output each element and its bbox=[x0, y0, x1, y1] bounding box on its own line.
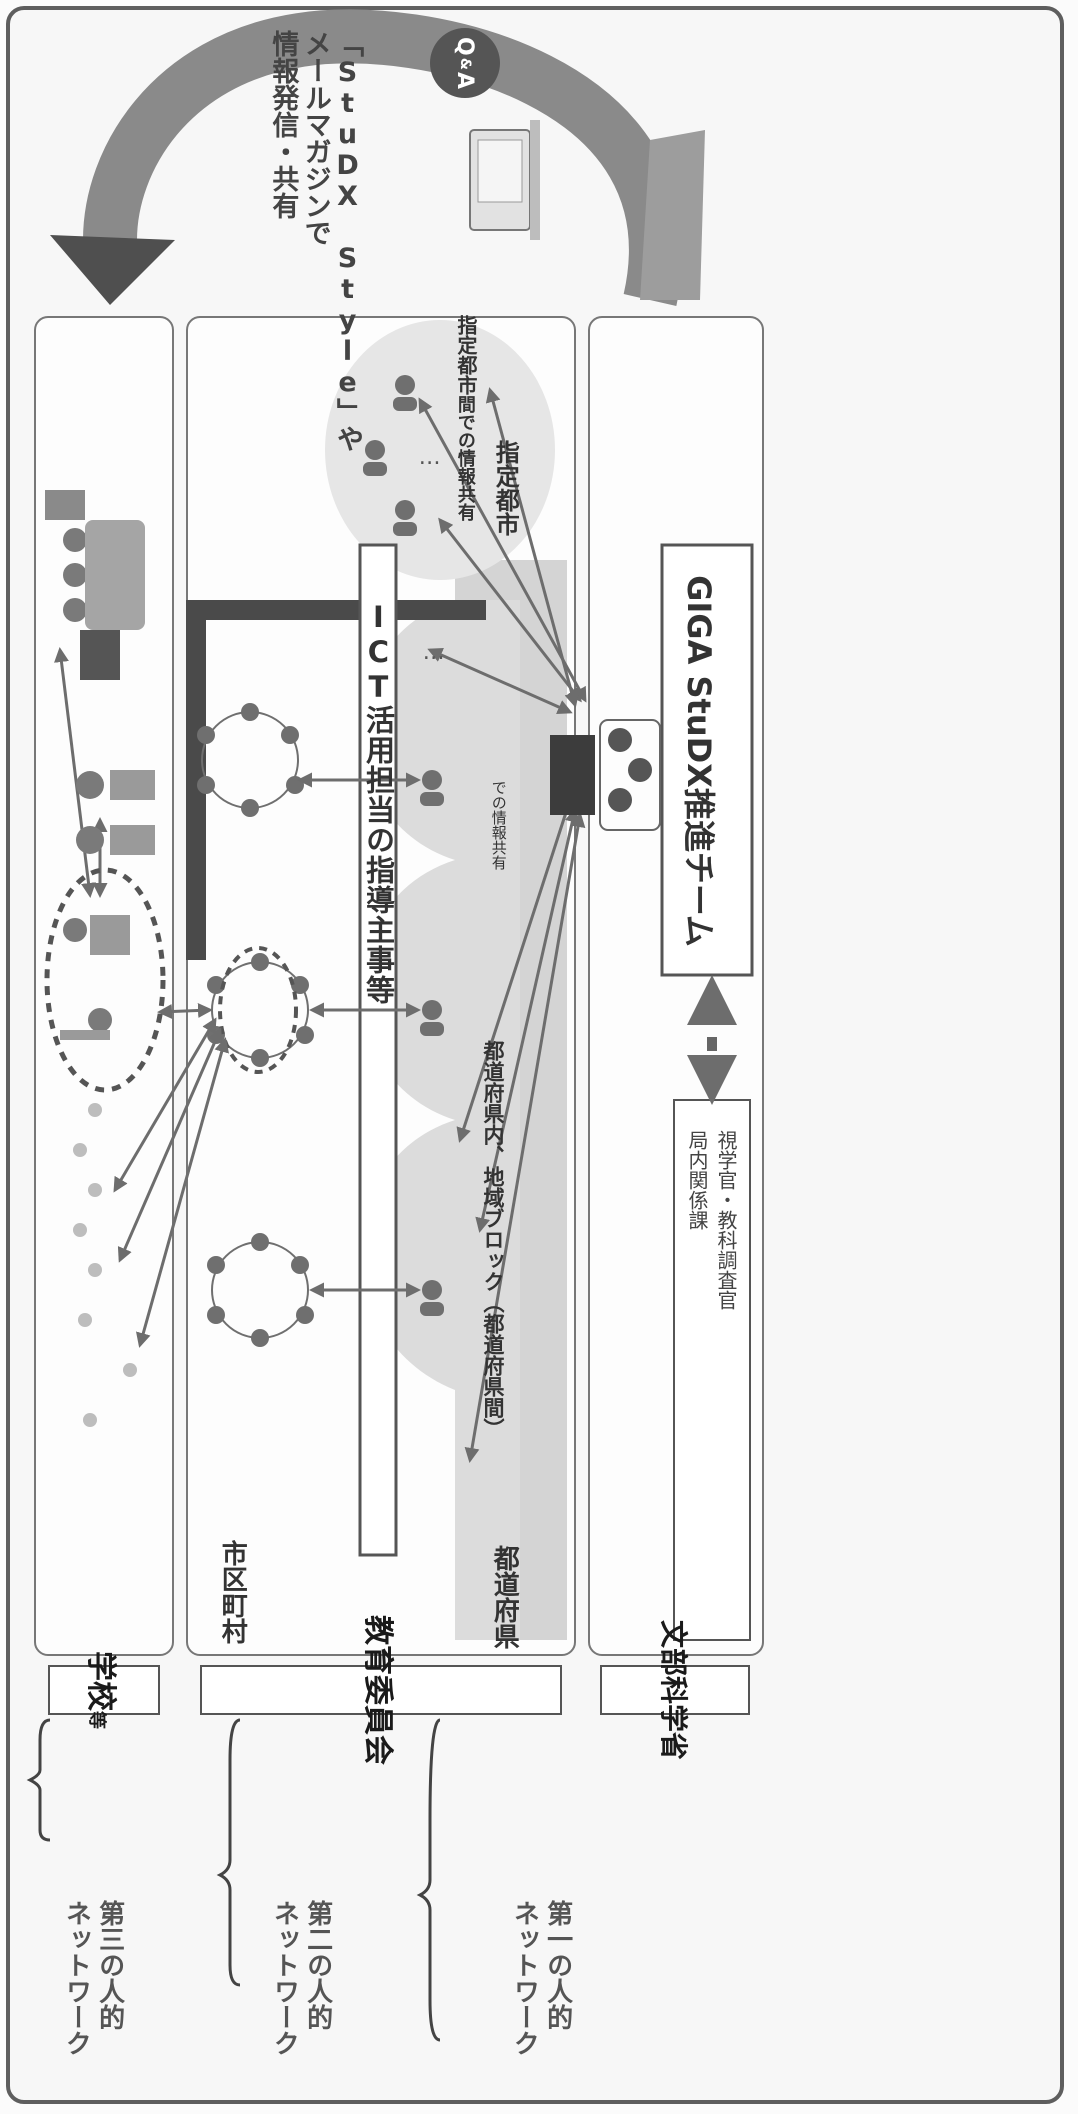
network-second: 第二の人的 ネットワーク bbox=[270, 1900, 331, 2056]
officials-line2: 局内関係課 bbox=[686, 1130, 707, 1310]
ellipsis-mid: … bbox=[422, 640, 445, 665]
brace-third bbox=[30, 1720, 50, 1840]
prefecture-sharing-a: 都道府県内、地域ブロック（都道府県間） bbox=[482, 1040, 504, 1439]
qa-q: Q bbox=[453, 37, 478, 56]
school-figures bbox=[45, 490, 155, 1040]
top-note-line1: 「StuDX Style」や bbox=[333, 30, 361, 452]
laptop-base bbox=[530, 120, 540, 240]
network-third: 第三の人的 ネットワーク bbox=[62, 1900, 123, 2056]
return-arrow-tail bbox=[640, 130, 705, 300]
network-third-line1: 第三の人的 bbox=[95, 1900, 122, 2056]
arrow-school-1 bbox=[160, 1010, 210, 1012]
network-first: 第一の人的 ネットワーク bbox=[510, 1900, 571, 2056]
school-label-main: 学校 bbox=[83, 1651, 118, 1711]
network-third-line2: ネットワーク bbox=[62, 1900, 89, 2056]
ellipsis-city: … bbox=[418, 445, 441, 470]
group-ring-2 bbox=[207, 948, 314, 1072]
prefecture-sharing-b: での情報共有 bbox=[490, 780, 506, 870]
giga-team-label: GIGA StuDX推進チーム bbox=[690, 516, 724, 1006]
municipality-label: 市区町村 bbox=[218, 1540, 245, 1644]
qa-badge: Q & A bbox=[430, 28, 500, 98]
school-label: 学校等 bbox=[48, 1665, 160, 1715]
network-first-line2: ネットワーク bbox=[510, 1900, 537, 2056]
network-first-line1: 第一の人的 bbox=[543, 1900, 570, 2056]
top-note-line2: メールマガジンで bbox=[300, 30, 328, 452]
brace-second bbox=[220, 1720, 240, 1985]
group-ring-1 bbox=[197, 703, 304, 817]
network-second-line2: ネットワーク bbox=[270, 1900, 297, 2056]
city-sharing-b: 間での情報共有 bbox=[455, 395, 474, 521]
school-label-text: 学校等 bbox=[82, 1651, 126, 1729]
school-label-sub: 等 bbox=[86, 1711, 107, 1729]
prefecture-label: 都道府県 bbox=[490, 1545, 517, 1649]
arrow-school-3 bbox=[120, 1030, 220, 1260]
officials-text: 視学官・教科調査官 局内関係課 bbox=[686, 1130, 736, 1310]
top-note: 「StuDX Style」や メールマガジンで 情報発信・共有 bbox=[268, 30, 361, 452]
municipality-bar-top bbox=[186, 600, 486, 620]
city-sharing: 指定都市 間での情報共有 bbox=[455, 315, 476, 521]
board-label: 教育委員会 bbox=[200, 1665, 562, 1715]
qa-a: A bbox=[453, 72, 478, 89]
return-arrow-head bbox=[50, 235, 175, 305]
ict-supervisors-label: ICT活用担当の指導主事等 bbox=[363, 600, 393, 1005]
return-arrow bbox=[110, 36, 656, 300]
network-second-line1: 第二の人的 bbox=[303, 1900, 330, 2056]
arrow-school-2 bbox=[115, 1020, 215, 1190]
team-hub bbox=[550, 720, 660, 830]
brace-first bbox=[420, 1720, 440, 2040]
ministry-label-text: 文部科学省 bbox=[655, 1620, 695, 1760]
qa-amp: & bbox=[457, 58, 473, 70]
top-note-line3: 情報発信・共有 bbox=[268, 30, 296, 452]
group-ring-3 bbox=[207, 1233, 314, 1347]
board-label-text: 教育委員会 bbox=[359, 1615, 403, 1765]
school-faded-people bbox=[73, 1103, 137, 1427]
ministry-label: 文部科学省 bbox=[600, 1665, 750, 1715]
designated-city-label: 指定都市 bbox=[492, 440, 517, 536]
city-sharing-a: 指定都市 bbox=[455, 315, 476, 395]
school-dashed-circle bbox=[47, 870, 163, 1090]
officials-line1: 視学官・教科調査官 bbox=[715, 1130, 736, 1310]
